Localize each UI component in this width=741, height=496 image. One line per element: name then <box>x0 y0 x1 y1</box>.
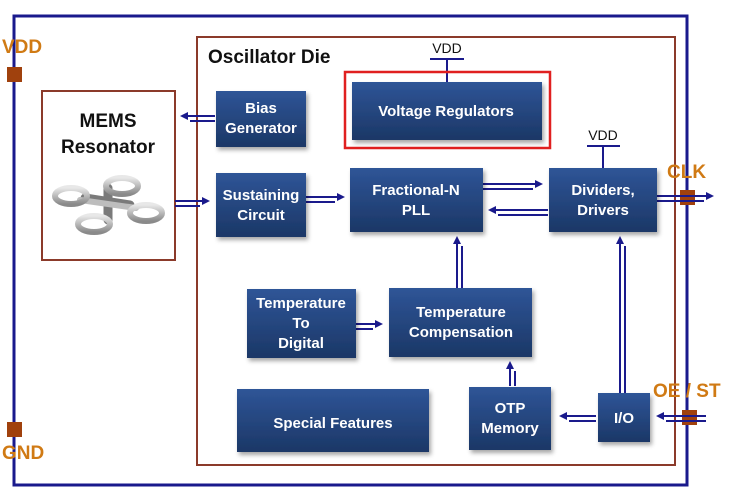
voltage-regulators-highlight <box>343 70 552 150</box>
pin-clk-label: CLK <box>667 162 706 183</box>
drivers-vdd-tap: VDD <box>587 127 620 168</box>
package-outline <box>12 14 689 487</box>
tempdigital-label-line2: To <box>292 315 309 332</box>
signal-arrows <box>175 112 714 422</box>
tempdigital-label-line3: Digital <box>278 335 324 352</box>
pin-gnd-pad <box>7 422 22 437</box>
io-label: I/O <box>614 410 634 427</box>
mems-title-line1: MEMS <box>80 111 137 132</box>
pll-label-line1: Fractional-N <box>372 182 460 199</box>
bias-label-line2: Generator <box>225 120 297 137</box>
pll-label-line2: PLL <box>402 202 430 219</box>
pin-oe-st-label: OE / ST <box>653 381 721 402</box>
block-sustaining-circuit: Sustaining Circuit <box>216 173 306 237</box>
block-fractional-n-pll: Fractional-N PLL <box>350 168 483 232</box>
otp-label-line1: OTP <box>495 400 526 417</box>
sustaining-label-line2: Circuit <box>237 207 285 224</box>
dividers-label-line1: Dividers, <box>571 182 634 199</box>
pin-vdd: VDD <box>2 37 42 82</box>
otp-label-line2: Memory <box>481 420 539 437</box>
tempdigital-label-line1: Temperature <box>256 295 346 312</box>
pin-gnd: GND <box>2 422 44 464</box>
regulators-label: Voltage Regulators <box>378 103 514 120</box>
block-otp-memory: OTP Memory <box>469 387 551 450</box>
tempcomp-label-line2: Compensation <box>409 324 513 341</box>
block-voltage-regulators: Voltage Regulators <box>343 70 552 150</box>
block-bias-generator: Bias Generator <box>216 91 306 147</box>
block-dividers-drivers: Dividers, Drivers <box>549 168 657 232</box>
drivers-vdd-label: VDD <box>588 127 618 143</box>
pin-vdd-pad <box>7 67 22 82</box>
mems-title-line2: Resonator <box>61 137 156 158</box>
pin-vdd-label: VDD <box>2 37 42 58</box>
sustaining-label-line1: Sustaining <box>223 187 300 204</box>
block-temperature-to-digital: Temperature To Digital <box>247 289 356 358</box>
pin-clk-pad <box>680 190 695 205</box>
bias-label-line1: Bias <box>245 100 277 117</box>
oscillator-die-outline <box>196 36 676 466</box>
die-title: Oscillator Die <box>208 47 331 68</box>
pin-gnd-label: GND <box>2 443 44 464</box>
block-temperature-compensation: Temperature Compensation <box>389 288 532 357</box>
special-label: Special Features <box>273 415 392 432</box>
tempcomp-label-line1: Temperature <box>416 304 506 321</box>
mems-resonator-box <box>41 90 176 261</box>
pin-oe-st-pad <box>682 410 697 425</box>
mems-resonator-icon <box>52 175 165 235</box>
dividers-label-line2: Drivers <box>577 202 629 219</box>
block-special-features: Special Features <box>237 389 429 452</box>
block-io: I/O <box>598 393 650 442</box>
regulator-vdd-tap: VDD <box>430 40 464 82</box>
regulator-vdd-label: VDD <box>432 40 462 56</box>
